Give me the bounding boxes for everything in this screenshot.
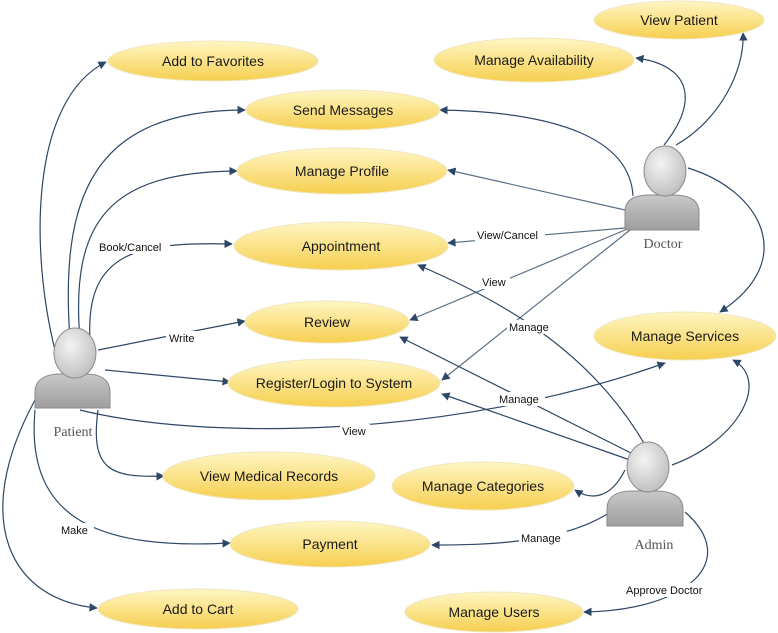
- edge-admin-register: [441, 392, 631, 461]
- edge-patient-payment: [33, 409, 231, 548]
- edge-doctor-register: [441, 229, 631, 381]
- edge-patient-view-services: [79, 361, 666, 430]
- edge-doctor-send-messages: [439, 105, 634, 197]
- use-case-label: Review: [304, 314, 351, 330]
- use-case-add-to-cart: Add to Cart: [97, 588, 299, 630]
- use-case-send-messages: Send Messages: [245, 89, 441, 131]
- edge-admin-manage-users: [583, 511, 708, 617]
- use-case-manage-users: Manage Users: [404, 591, 584, 633]
- edge-patient-medical-records: [95, 409, 165, 481]
- edge-labels: Book/Cancel Write View/Cancel View Manag…: [58, 228, 712, 597]
- edges: [2, 32, 765, 617]
- use-case-label: Manage Users: [448, 604, 539, 620]
- edge-label-make: Make: [61, 525, 88, 537]
- edge-patient-add-to-favorites: [39, 61, 107, 351]
- actor-label-admin: Admin: [635, 538, 674, 553]
- use-case-label: Send Messages: [293, 102, 393, 118]
- use-case-register-login: Register/Login to System: [227, 358, 441, 408]
- edge-patient-register: [104, 369, 231, 386]
- actor-label-doctor: Doctor: [644, 237, 683, 252]
- actor-patient: Patient: [34, 327, 111, 440]
- edge-label-admin-manage-review: Manage: [499, 394, 539, 406]
- use-case-add-to-favorites: Add to Favorites: [107, 40, 319, 82]
- edge-doctor-view-patient: [675, 32, 748, 146]
- use-case-label: View Patient: [640, 12, 718, 28]
- actor-body: [606, 490, 684, 527]
- edge-doctor-manage-services: [687, 167, 765, 313]
- use-case-manage-categories: Manage Categories: [391, 461, 575, 511]
- edge-patient-add-to-cart: [2, 399, 98, 612]
- use-cases: View Patient Add to Favorites Manage Ava…: [97, 0, 777, 633]
- edge-label-doctor-view: View: [482, 277, 506, 289]
- edge-label-patient-view-services: View: [342, 426, 366, 438]
- edge-patient-send-messages: [67, 105, 246, 341]
- edge-doctor-manage-profile: [447, 167, 626, 211]
- use-case-payment: Payment: [229, 520, 431, 568]
- actor-head-icon: [53, 327, 97, 379]
- edge-patient-appointment: [89, 239, 233, 341]
- edge-label-write: Write: [169, 333, 194, 345]
- edge-admin-appointment: [417, 264, 646, 446]
- use-case-label: View Medical Records: [200, 468, 338, 484]
- use-case-label: Manage Profile: [295, 163, 389, 179]
- use-case-label: Manage Services: [631, 328, 739, 344]
- use-case-manage-profile: Manage Profile: [236, 147, 448, 195]
- edge-admin-manage-services: [671, 359, 750, 466]
- edge-patient-manage-profile: [77, 166, 238, 341]
- use-case-label: Manage Categories: [422, 478, 544, 494]
- actor-admin: Admin: [606, 441, 684, 553]
- edge-admin-manage-categories: [574, 469, 626, 498]
- use-case-label: Payment: [302, 536, 357, 552]
- actor-body: [34, 373, 111, 409]
- use-case-manage-services: Manage Services: [593, 311, 777, 361]
- edge-doctor-manage-availability: [635, 54, 686, 146]
- use-case-label: Appointment: [302, 238, 381, 254]
- use-case-view-patient: View Patient: [593, 0, 765, 40]
- actor-head-icon: [643, 145, 687, 197]
- use-case-label: Manage Availability: [474, 52, 594, 68]
- edge-label-view-cancel: View/Cancel: [477, 230, 538, 242]
- use-case-review: Review: [244, 300, 410, 344]
- use-case-appointment: Appointment: [233, 221, 449, 271]
- actor-label-patient: Patient: [54, 425, 93, 440]
- edge-label-doctor-manage: Manage: [509, 322, 549, 334]
- actor-doctor: Doctor: [624, 145, 700, 252]
- actor-head-icon: [626, 441, 670, 493]
- edge-label-book-cancel: Book/Cancel: [99, 242, 161, 254]
- use-case-label: Add to Cart: [163, 601, 234, 617]
- edge-doctor-review: [409, 229, 626, 321]
- use-case-label: Register/Login to System: [256, 375, 412, 391]
- use-case-view-medical-records: View Medical Records: [162, 451, 376, 501]
- use-case-label: Add to Favorites: [162, 53, 264, 69]
- edge-label-approve-doctor: Approve Doctor: [626, 585, 703, 597]
- actor-body: [624, 194, 700, 231]
- use-case-manage-availability: Manage Availability: [433, 37, 635, 83]
- edge-label-admin-manage-payment: Manage: [521, 533, 561, 545]
